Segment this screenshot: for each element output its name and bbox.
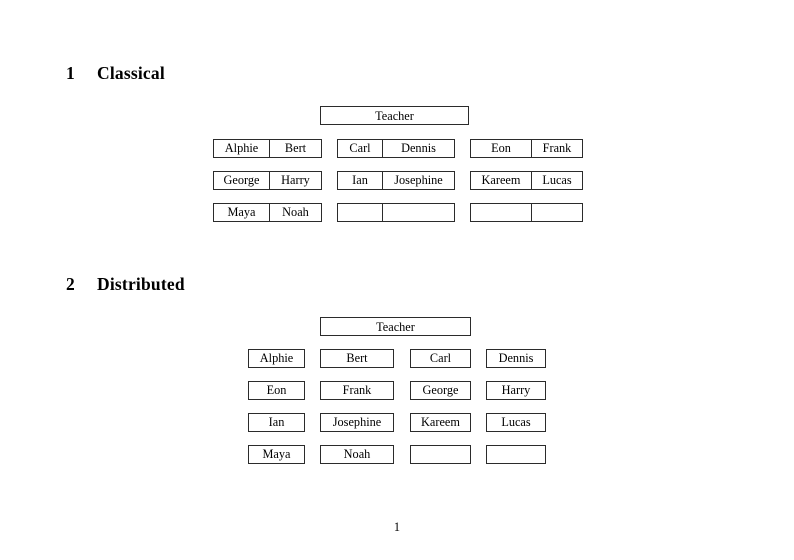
table-cell: Eon (491, 141, 511, 155)
classical-group-1-row-2: George Harry (213, 171, 322, 190)
table-cell: Harry (269, 172, 321, 189)
distributed-box: Maya (248, 445, 305, 464)
table-cell: Alphie (224, 141, 259, 155)
section-title: Distributed (97, 274, 185, 294)
table-cell-empty (338, 204, 382, 221)
table-cell: Ian (352, 173, 368, 187)
distributed-box: Eon (248, 381, 305, 400)
classical-group-2-row-2: Ian Josephine (337, 171, 455, 190)
classical-group-3-row-3 (470, 203, 583, 222)
section-number: 1 (66, 63, 75, 83)
table-cell: Frank (531, 140, 582, 157)
classical-group-1-row-1: Alphie Bert (213, 139, 322, 158)
distributed-box: Bert (320, 349, 394, 368)
distributed-box-empty (410, 445, 471, 464)
classical-teacher-box: Teacher (320, 106, 469, 125)
distributed-box: Noah (320, 445, 394, 464)
table-cell-empty (531, 204, 582, 221)
distributed-box: George (410, 381, 471, 400)
distributed-box: Josephine (320, 413, 394, 432)
distributed-box-empty (486, 445, 546, 464)
table-cell: Josephine (382, 172, 454, 189)
distributed-teacher-box: Teacher (320, 317, 471, 336)
table-cell: Dennis (382, 140, 454, 157)
classical-group-3-row-2: Kareem Lucas (470, 171, 583, 190)
table-cell: Carl (349, 141, 371, 155)
classical-group-3-row-1: Eon Frank (470, 139, 583, 158)
distributed-box: Kareem (410, 413, 471, 432)
distributed-box: Lucas (486, 413, 546, 432)
table-cell: Lucas (531, 172, 582, 189)
table-cell-empty (471, 204, 531, 221)
distributed-box: Carl (410, 349, 471, 368)
distributed-box: Dennis (486, 349, 546, 368)
distributed-box: Harry (486, 381, 546, 400)
section-heading-classical: 1 Classical (66, 63, 165, 84)
classical-group-1-row-3: Maya Noah (213, 203, 322, 222)
distributed-box: Alphie (248, 349, 305, 368)
table-cell: Bert (269, 140, 321, 157)
distributed-box: Ian (248, 413, 305, 432)
page-number: 1 (393, 520, 401, 534)
table-cell: Noah (269, 204, 321, 221)
classical-group-2-row-1: Carl Dennis (337, 139, 455, 158)
table-cell: Maya (227, 205, 256, 219)
table-cell: George (223, 173, 260, 187)
section-heading-distributed: 2 Distributed (66, 274, 185, 295)
table-cell-empty (382, 204, 454, 221)
distributed-box: Frank (320, 381, 394, 400)
classical-group-2-row-3 (337, 203, 455, 222)
section-title: Classical (97, 63, 165, 83)
table-cell: Kareem (481, 173, 521, 187)
section-number: 2 (66, 274, 75, 294)
